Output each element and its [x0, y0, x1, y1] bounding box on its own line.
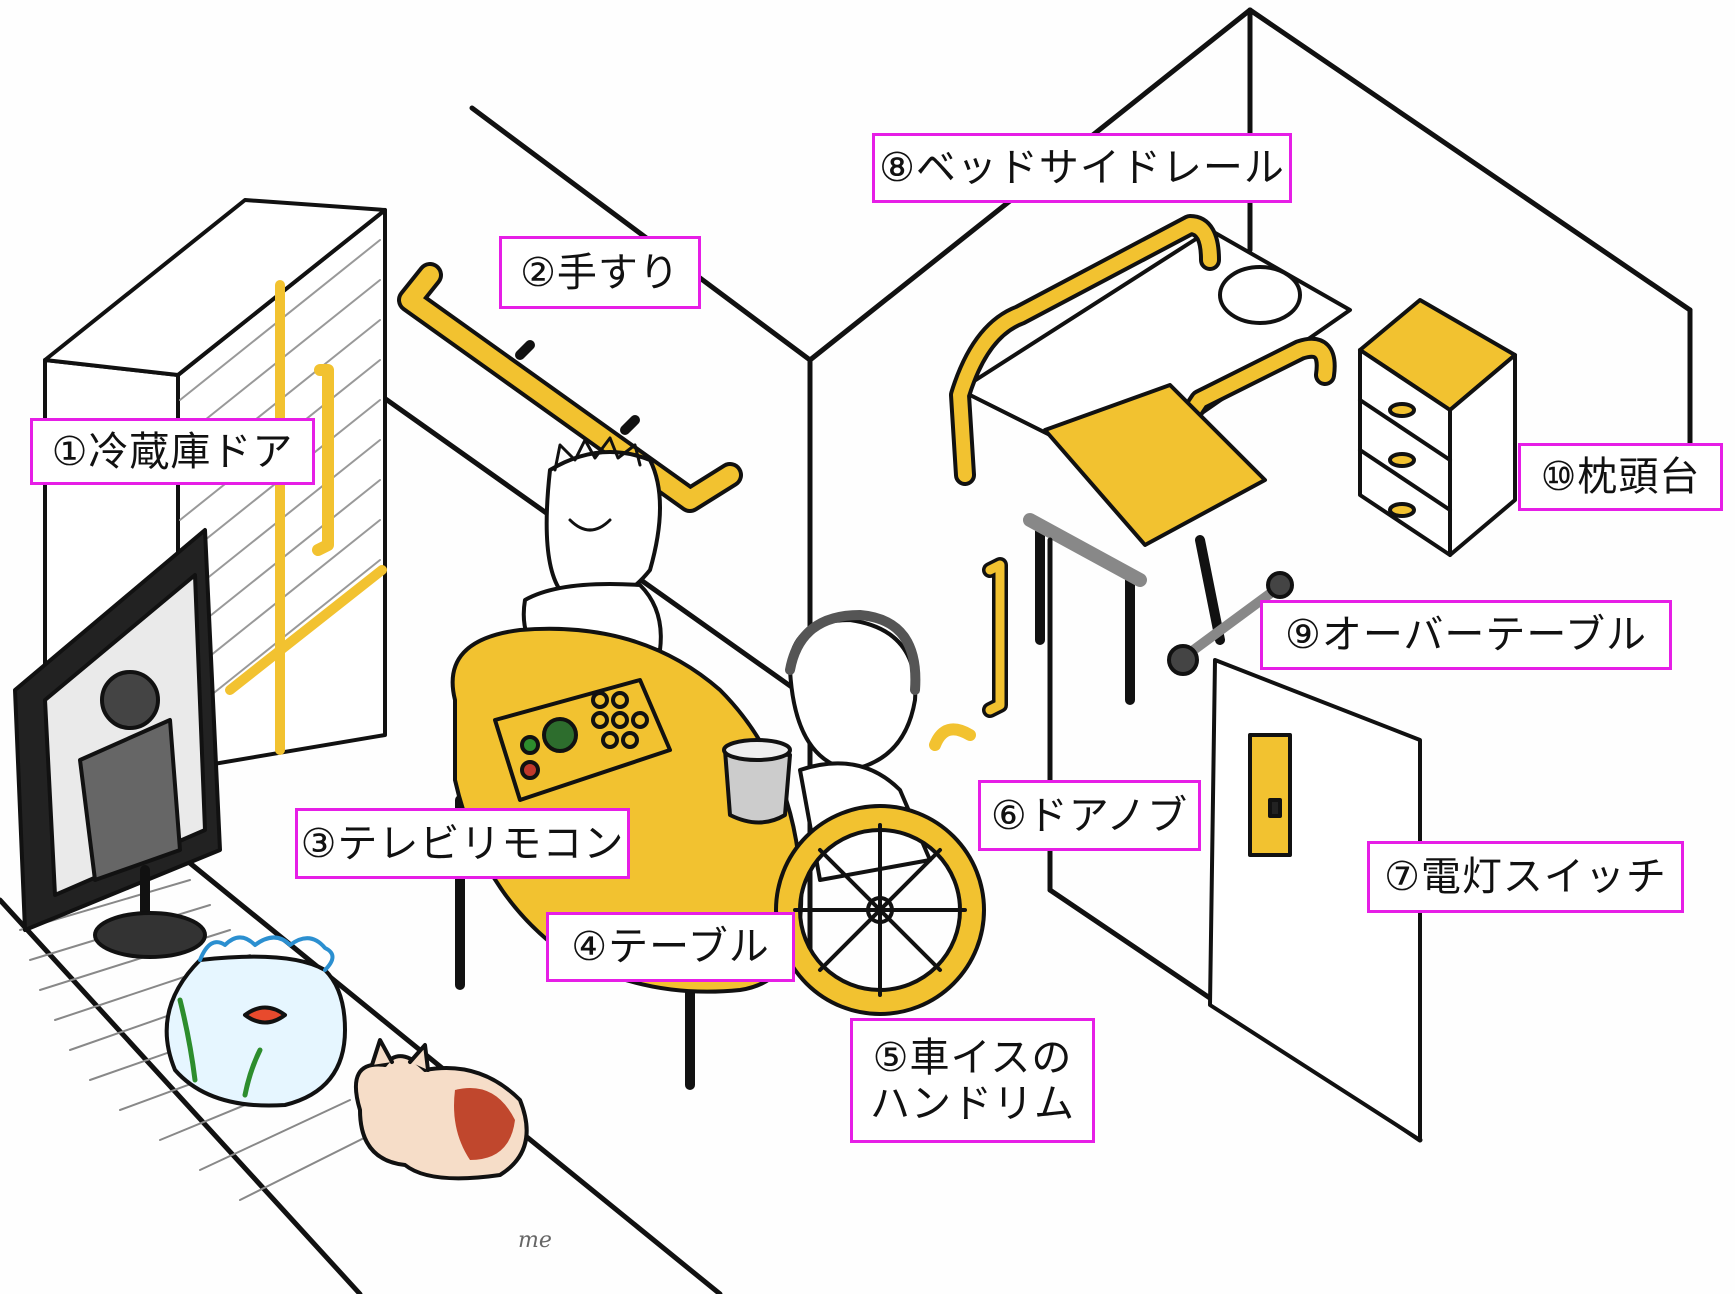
label-table: ④テーブル — [546, 912, 795, 982]
label-door-knob: ⑥ドアノブ — [978, 780, 1201, 851]
label-overbed-table: ⑨オーバーテーブル — [1260, 600, 1672, 670]
bed — [949, 214, 1352, 705]
artist-signature: me — [518, 1228, 552, 1253]
bedside-cabinet — [1358, 298, 1517, 557]
woman — [785, 610, 932, 882]
light-switch-wall — [1208, 658, 1422, 1142]
label-wheelchair-handrim: ⑤車イスの ハンドリム — [850, 1018, 1095, 1143]
label-tv-remote: ③テレビリモコン — [295, 808, 630, 879]
label-fridge-door: ①冷蔵庫ドア — [30, 418, 315, 485]
fishbowl — [164, 935, 347, 1108]
remote-control — [493, 678, 672, 802]
label-wheelchair-handrim-line2: ハンドリム — [870, 1080, 1075, 1127]
label-light-switch: ⑦電灯スイッチ — [1367, 841, 1684, 913]
overbed-table — [1043, 383, 1294, 676]
man — [521, 436, 663, 652]
label-handrail: ②手すり — [499, 236, 701, 309]
television — [13, 528, 222, 959]
label-bedside-cabinet: ⑩枕頭台 — [1518, 443, 1723, 511]
handrail — [397, 262, 743, 513]
cup — [722, 738, 792, 825]
label-wheelchair-handrim-line1: ⑤車イスの — [872, 1034, 1073, 1081]
label-bedside-rail: ⑧ベッドサイドレール — [872, 133, 1292, 203]
cat — [354, 1038, 529, 1181]
wheelchair-wheel — [774, 723, 986, 1016]
